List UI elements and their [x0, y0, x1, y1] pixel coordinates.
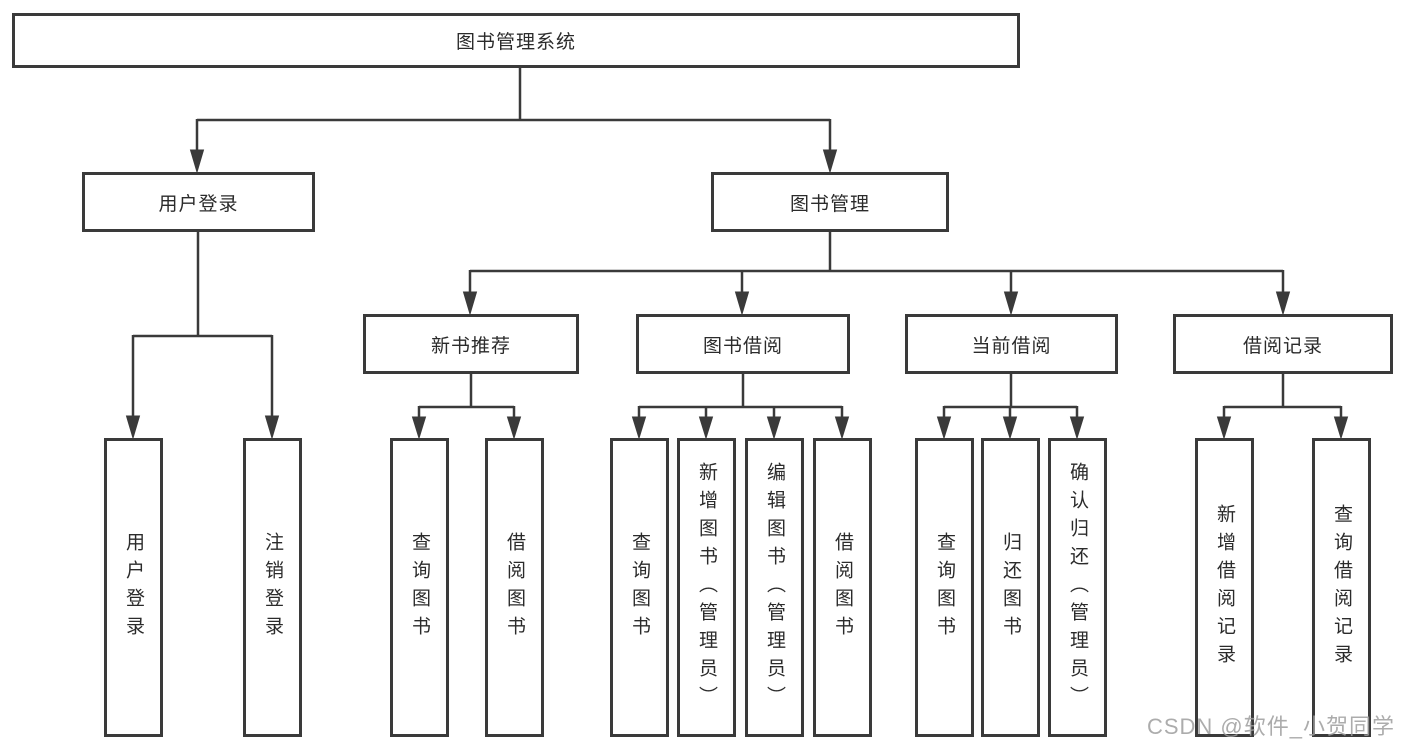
leaf-query-books-recommend: 查询图书 — [390, 438, 449, 737]
leaf-return-book: 归还图书 — [981, 438, 1040, 737]
node-user-login: 用户登录 — [82, 172, 315, 232]
node-book-mgmt-label: 图书管理 — [789, 193, 870, 215]
connector-root-to-level2 — [189, 68, 838, 174]
leaf-edit-book-admin: 编辑图书（管理员） — [745, 438, 804, 737]
node-borrow-records-label: 借阅记录 — [1242, 335, 1323, 357]
arrow-down-icon — [698, 416, 714, 440]
arrow-down-icon — [125, 415, 141, 440]
node-current-borrow: 当前借阅 — [905, 314, 1118, 374]
arrow-down-icon — [936, 416, 952, 440]
leaf-logout-label: 注销登录 — [262, 531, 283, 644]
node-current-borrow-label: 当前借阅 — [971, 335, 1052, 357]
arrow-down-icon — [189, 149, 205, 174]
node-book-mgmt: 图书管理 — [711, 172, 949, 232]
leaf-borrow-books-recommend-label: 借阅图书 — [504, 531, 525, 644]
arrow-down-icon — [506, 416, 522, 440]
arrow-down-icon — [1333, 416, 1349, 440]
arrow-down-icon — [834, 416, 850, 440]
arrow-down-icon — [264, 415, 280, 440]
leaf-query-borrow-record-label: 查询借阅记录 — [1331, 503, 1352, 672]
node-user-login-label: 用户登录 — [158, 193, 239, 215]
leaf-borrow-books-borrow: 借阅图书 — [813, 438, 872, 737]
arrow-down-icon — [1275, 291, 1291, 316]
arrow-down-icon — [631, 416, 647, 440]
leaf-add-borrow-record: 新增借阅记录 — [1195, 438, 1254, 737]
arrow-down-icon — [1003, 291, 1019, 316]
leaf-query-books-borrow: 查询图书 — [610, 438, 669, 737]
leaf-add-borrow-record-label: 新增借阅记录 — [1214, 503, 1235, 672]
leaf-query-borrow-record: 查询借阅记录 — [1312, 438, 1371, 737]
leaf-add-book-admin: 新增图书（管理员） — [677, 438, 736, 737]
leaf-confirm-return-admin-label: 确认归还（管理员） — [1067, 461, 1088, 714]
node-root-label: 图书管理系统 — [455, 32, 576, 53]
leaf-borrow-books-recommend: 借阅图书 — [485, 438, 544, 737]
node-book-borrow: 图书借阅 — [636, 314, 850, 374]
leaf-add-book-admin-label: 新增图书（管理员） — [696, 461, 717, 714]
arrow-down-icon — [1002, 416, 1018, 440]
node-new-book-recommend: 新书推荐 — [363, 314, 579, 374]
leaf-user-login: 用户登录 — [104, 438, 163, 737]
connector-current-borrow-to-children — [936, 374, 1085, 440]
leaf-query-books-recommend-label: 查询图书 — [409, 531, 430, 644]
connector-book-mgmt-to-level3 — [462, 232, 1291, 316]
arrow-down-icon — [822, 149, 838, 174]
leaf-confirm-return-admin: 确认归还（管理员） — [1048, 438, 1107, 737]
node-root: 图书管理系统 — [12, 13, 1020, 68]
leaf-logout: 注销登录 — [243, 438, 302, 737]
arrow-down-icon — [766, 416, 782, 440]
leaf-edit-book-admin-label: 编辑图书（管理员） — [764, 461, 785, 714]
leaf-return-book-label: 归还图书 — [1000, 531, 1021, 644]
connector-book-borrow-to-children — [631, 374, 850, 440]
arrow-down-icon — [734, 291, 750, 316]
arrow-down-icon — [1216, 416, 1232, 440]
leaf-query-books-current-label: 查询图书 — [934, 531, 955, 644]
node-borrow-records: 借阅记录 — [1173, 314, 1393, 374]
leaf-borrow-books-borrow-label: 借阅图书 — [832, 531, 853, 644]
leaf-user-login-label: 用户登录 — [123, 531, 144, 644]
leaf-query-books-current: 查询图书 — [915, 438, 974, 737]
arrow-down-icon — [1069, 416, 1085, 440]
connector-new-book-recommend-to-children — [411, 374, 522, 440]
node-book-borrow-label: 图书借阅 — [702, 335, 783, 357]
connector-borrow-records-to-children — [1216, 374, 1349, 440]
node-new-book-recommend-label: 新书推荐 — [430, 335, 511, 357]
arrow-down-icon — [462, 291, 478, 316]
arrow-down-icon — [411, 416, 427, 440]
leaf-query-books-borrow-label: 查询图书 — [629, 531, 650, 644]
connector-user-login-to-children — [125, 232, 280, 440]
